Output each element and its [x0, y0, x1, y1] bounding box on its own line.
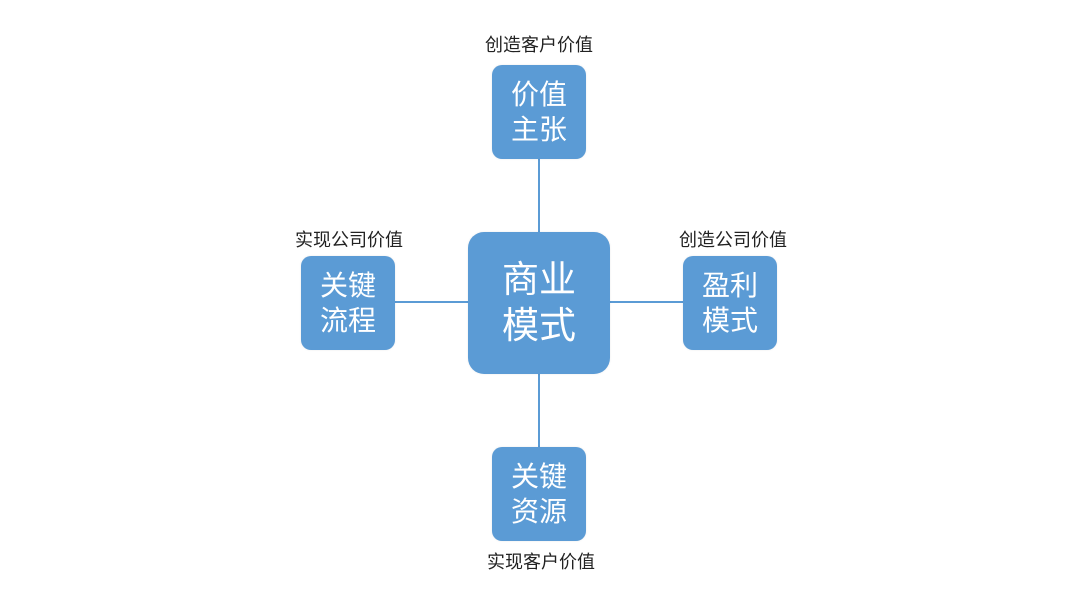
caption-left: 实现公司价值 [295, 230, 403, 251]
value-proposition-line1: 价值 [510, 78, 567, 111]
connector-bottom [538, 373, 540, 448]
profit-model-line1: 盈利 [701, 269, 758, 302]
key-resources-line2: 资源 [510, 495, 567, 528]
connector-top [538, 158, 540, 232]
key-processes-line1: 关键 [319, 269, 376, 302]
business-model-line1: 商业 [502, 257, 576, 301]
business-model-box: 商业 模式 [468, 232, 610, 374]
key-resources-line1: 关键 [510, 460, 567, 493]
value-proposition-box: 价值 主张 [492, 65, 586, 159]
business-model-line2: 模式 [502, 304, 576, 347]
value-proposition-line2: 主张 [510, 113, 567, 146]
key-processes-box: 关键 流程 [301, 256, 395, 350]
caption-top: 创造客户价值 [485, 35, 593, 56]
caption-right: 创造公司价值 [679, 230, 787, 251]
profit-model-box: 盈利 模式 [683, 256, 777, 350]
caption-bottom: 实现客户价值 [487, 552, 595, 573]
profit-model-line2: 模式 [701, 304, 758, 337]
key-processes-line2: 流程 [319, 304, 376, 337]
key-resources-box: 关键 资源 [492, 447, 586, 541]
connector-left [395, 301, 469, 303]
connector-right [609, 301, 683, 303]
